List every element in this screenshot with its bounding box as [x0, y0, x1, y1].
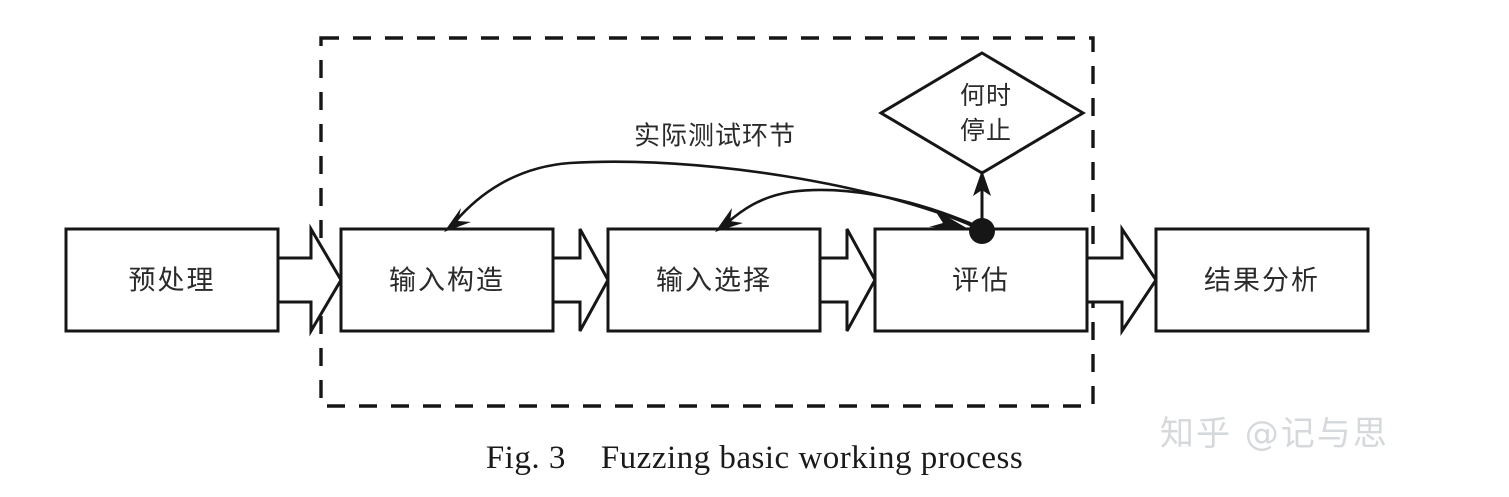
feedback-to-input-build-arrowhead	[444, 208, 471, 232]
actual-testing-region-label: 实际测试环节	[634, 122, 796, 152]
node-input-select[interactable]: 输入选择	[606, 227, 822, 333]
feedback-return-into-junction	[929, 209, 970, 230]
node-preprocess-label: 预处理	[129, 266, 216, 297]
node-input-select-label: 输入选择	[656, 266, 772, 297]
node-input-select-box	[606, 227, 822, 333]
evaluate-junction-dot[interactable]	[969, 218, 995, 244]
node-input-build-label: 输入构造	[389, 266, 505, 297]
node-when-to-stop[interactable]: 何时 停止	[878, 51, 1086, 175]
node-when-to-stop-diamond	[878, 51, 1086, 175]
connector-preprocess-to-input-build	[276, 223, 343, 337]
watermark-text: 知乎 @记与思	[1160, 414, 1389, 454]
node-result-analysis-box	[1154, 227, 1370, 333]
feedback-return-arrowhead	[929, 209, 970, 230]
node-result-analysis-label: 结果分析	[1204, 266, 1320, 297]
connector-evaluate-to-result-analysis	[1085, 224, 1158, 336]
node-evaluate-box	[873, 227, 1089, 333]
feedback-to-input-build-path	[454, 160, 976, 229]
feedback-to-input-select-path	[726, 188, 973, 226]
node-preprocess-box	[64, 227, 280, 333]
node-preprocess[interactable]: 预处理	[64, 227, 280, 333]
node-when-to-stop-label-line1: 何时	[960, 81, 1012, 110]
node-input-build[interactable]: 输入构造	[339, 227, 555, 333]
node-evaluate-label: 评估	[952, 266, 1010, 297]
connector-feedback-to-input-build	[444, 160, 976, 232]
connector-input-build-to-input-select	[551, 228, 610, 332]
actual-testing-region-outline	[319, 36, 1095, 408]
connector-input-select-to-evaluate	[818, 228, 877, 332]
junction-to-decision-arrowhead	[973, 170, 991, 196]
node-evaluate[interactable]: 评估	[873, 227, 1089, 333]
feedback-to-input-select-arrowhead	[715, 208, 743, 232]
node-input-build-box	[339, 227, 555, 333]
figure-caption: Fig. 3 Fuzzing basic working process	[485, 440, 1024, 476]
node-result-analysis[interactable]: 结果分析	[1154, 227, 1370, 333]
node-when-to-stop-label-line2: 停止	[960, 116, 1012, 145]
connector-feedback-to-input-select	[715, 188, 973, 232]
